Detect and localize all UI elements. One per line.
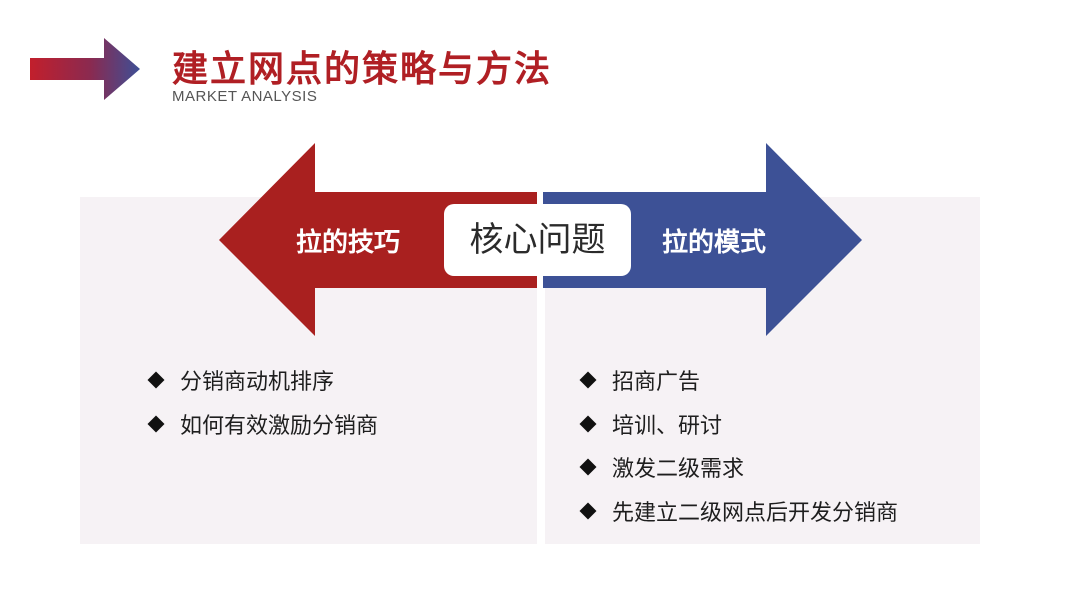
- list-item: 如何有效激励分销商: [147, 410, 379, 454]
- list-item: 招商广告: [579, 366, 898, 410]
- list-item-text: 培训、研讨: [612, 413, 723, 439]
- list-item: 培训、研讨: [579, 410, 898, 454]
- right-bullet-list: 招商广告 培训、研讨 激发二级需求 先建立二级网点后开发分销商: [579, 366, 899, 541]
- list-item: 分销商动机排序: [147, 366, 378, 410]
- right-arrow-icon: [30, 38, 140, 100]
- diamond-bullet-icon: [579, 502, 597, 519]
- left-bullet-list: 分销商动机排序 如何有效激励分销商: [147, 366, 379, 454]
- diamond-bullet-icon: [147, 371, 165, 389]
- list-item: 先建立二级网点后开发分销商: [579, 497, 899, 541]
- diamond-bullet-icon: [147, 415, 165, 432]
- list-item-text: 分销商动机排序: [180, 370, 335, 395]
- list-item-text: 先建立二级网点后开发分销商: [612, 500, 899, 526]
- list-item: 激发二级需求: [579, 453, 898, 497]
- core-question-box: 核心问题: [444, 204, 631, 276]
- list-item-text: 激发二级需求: [612, 457, 745, 482]
- left-arrow-label: 拉的技巧: [296, 228, 401, 258]
- diamond-bullet-icon: [579, 371, 597, 389]
- diamond-bullet-icon: [579, 415, 597, 432]
- list-item-text: 招商广告: [612, 370, 701, 395]
- right-arrow-label: 拉的模式: [662, 228, 767, 258]
- page-subtitle: MARKET ANALYSIS: [172, 88, 318, 105]
- core-question-label: 核心问题: [469, 220, 606, 260]
- list-item-text: 如何有效激励分销商: [180, 413, 379, 439]
- page-title: 建立网点的策略与方法: [172, 49, 553, 90]
- diamond-bullet-icon: [579, 458, 597, 476]
